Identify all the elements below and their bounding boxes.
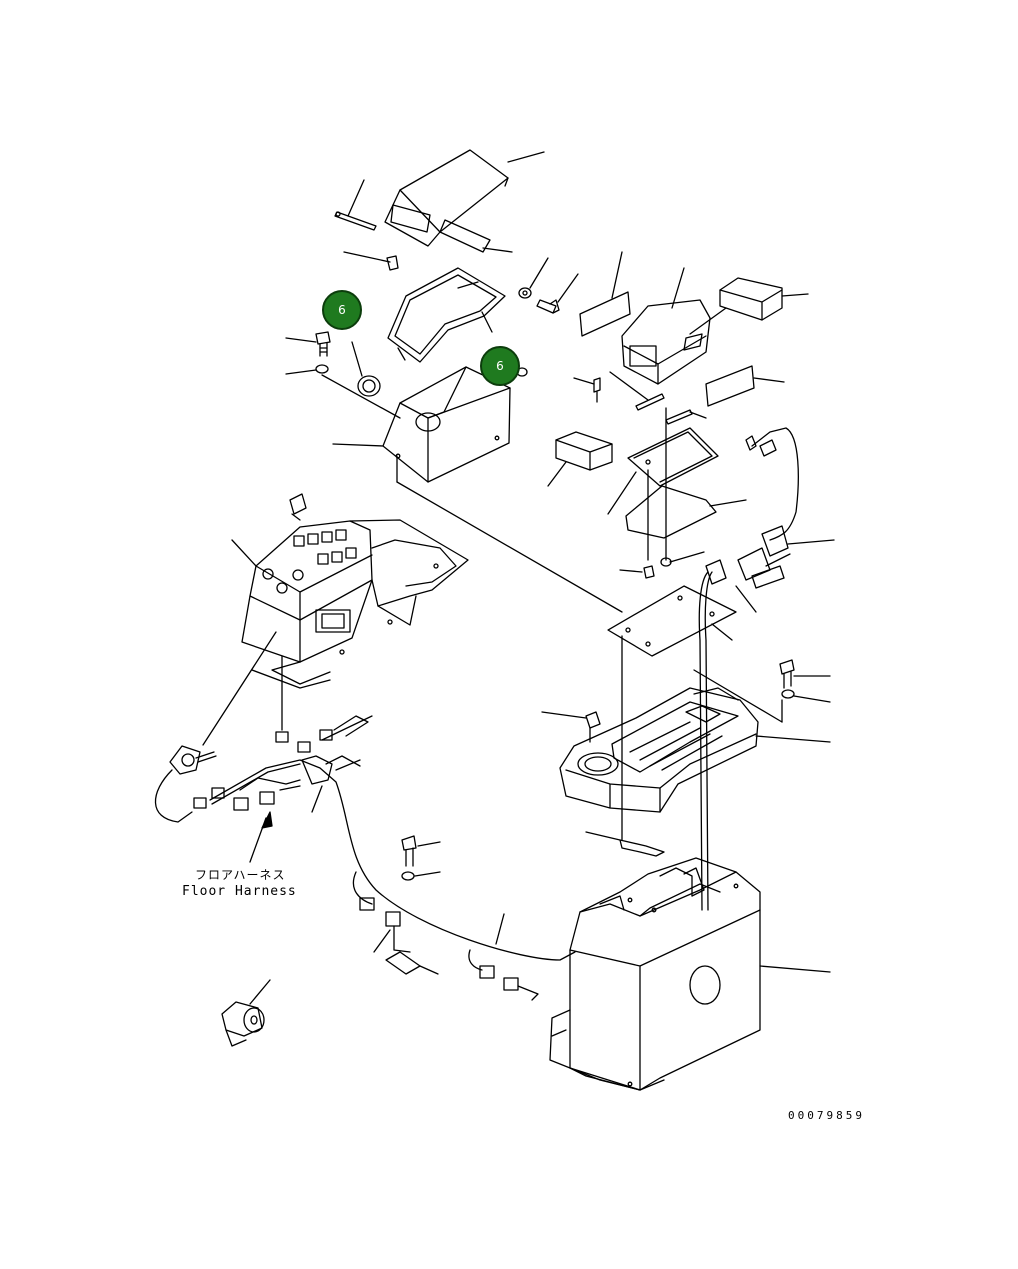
circuit-board[interactable] [627,427,719,487]
grommet-ring[interactable] [357,375,381,397]
gasket-mat[interactable] [387,267,506,363]
cable-right[interactable] [698,427,799,911]
leader-line [419,965,439,975]
leader-line [573,377,595,385]
leader-line [343,251,391,263]
harness-arrow [261,811,273,829]
pad-left[interactable] [579,291,631,337]
leader-line [397,347,406,361]
leader-line [689,411,707,419]
washer-middle[interactable] [401,871,415,881]
insulator-sheet[interactable] [625,485,717,539]
leader-line [557,273,579,303]
top-cover[interactable] [384,149,509,253]
leader-line [396,481,623,613]
leader-line [607,471,637,515]
harness-cable-left [154,769,193,823]
leader-line [249,979,271,1005]
leader-line [507,151,545,163]
leader-line [755,735,831,743]
leader-line [541,711,587,719]
leader-line [335,759,361,771]
drawing-number: 00079859 [788,1109,865,1122]
screw-top[interactable] [536,299,560,314]
leader-line [765,553,791,567]
leader-line [787,539,835,545]
foam-block[interactable] [555,431,613,471]
washer-left[interactable] [315,364,329,374]
knob[interactable] [585,711,601,743]
leader-line [547,461,567,487]
leader-line [671,267,685,309]
leader-line [373,929,391,953]
floor-harness-label-en: Floor Harness [182,884,297,899]
leader-line [669,551,705,563]
small-bracket[interactable] [619,839,665,857]
console-tray[interactable] [559,687,759,813]
base-housing[interactable] [549,857,761,1091]
floor-harness[interactable] [193,715,576,961]
leader-line [481,311,493,333]
rear-cover[interactable] [621,299,711,385]
bolt-middle[interactable] [401,835,417,867]
callout-6-upper-left[interactable]: 6 [322,290,362,330]
leader-line [529,257,549,289]
leader-line [414,871,441,877]
floor-harness-label-jp: フロアハーネス [195,868,286,882]
bolt-left[interactable] [315,331,331,357]
switch-connector[interactable] [289,493,307,521]
leader-line [347,179,365,217]
leader-line [495,913,505,945]
leader-line [735,585,757,613]
leader-line [202,631,277,746]
leader-line [689,307,727,335]
pad-right[interactable] [705,365,755,407]
leader-line [759,965,831,973]
clip[interactable] [386,255,399,271]
leader-line [285,337,317,343]
leader-line [321,374,401,419]
leader-line [781,293,809,297]
leader-line [711,623,733,641]
callout-6-right[interactable]: 6 [480,346,520,386]
cap-block[interactable] [719,277,783,321]
washer-right[interactable] [781,689,795,699]
leader-line [332,443,384,447]
pin-strip-2[interactable] [665,409,693,425]
bolt-right[interactable] [779,659,795,689]
leader-line [753,377,785,383]
pin-strip-1[interactable] [635,393,665,411]
screw-right-small[interactable] [593,377,601,403]
leader-line [231,539,257,567]
leader-line [793,695,831,703]
mounting-plate[interactable] [607,585,737,657]
leader-line [611,251,623,299]
leader-line [311,785,323,813]
leader-line [609,371,649,401]
leader-line [417,841,441,847]
leader-line [709,499,747,507]
leader-line [693,669,783,723]
left-console-panel[interactable] [241,519,469,689]
washer-top[interactable] [518,287,532,299]
storage-box[interactable] [382,366,511,483]
leader-line [285,369,317,375]
leader-line [585,831,621,841]
leader-line [482,247,513,253]
key-switch[interactable] [169,745,217,775]
leader-line [351,341,363,377]
leader-line [457,281,479,289]
nut-mid[interactable] [643,565,655,579]
leader-line [321,715,373,741]
leader-line [619,569,643,573]
buzzer-roll[interactable] [221,1001,265,1047]
lower-harness-connectors[interactable] [352,871,539,1001]
hinge-pin[interactable] [334,211,377,231]
